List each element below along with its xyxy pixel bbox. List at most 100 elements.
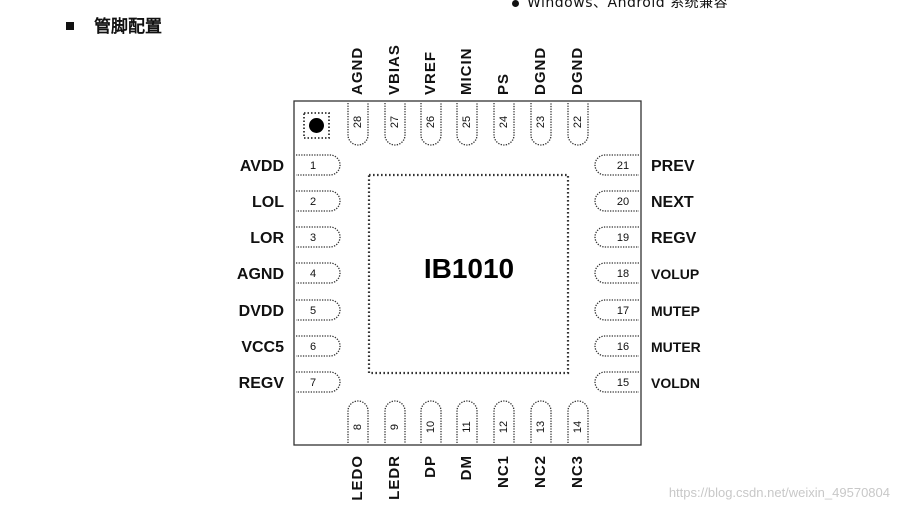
pin-pad <box>493 400 515 443</box>
pin-label: MUTEP <box>651 303 700 319</box>
pin-pad <box>594 262 639 284</box>
bullet-icon <box>512 0 519 7</box>
top-note-text: Windows、Android 系统兼容 <box>527 0 729 11</box>
pin-label: MICIN <box>458 48 475 96</box>
pin-number: 6 <box>310 341 316 353</box>
pin-number: 24 <box>498 116 510 128</box>
pin-number: 20 <box>617 196 629 208</box>
pin-label: VREF <box>422 51 439 95</box>
pin-15: 15 VOLDN <box>594 371 700 393</box>
pin-6: 6 VCC5 <box>241 335 341 357</box>
pin-pad <box>594 154 639 176</box>
pin-label: LOR <box>250 230 284 247</box>
pin-number: 16 <box>617 341 629 353</box>
pin-25: 25 MICIN <box>456 48 478 146</box>
pin-label: NC1 <box>495 455 512 488</box>
pin-number: 13 <box>535 421 547 433</box>
pin-pad <box>296 154 341 176</box>
pin-label: LEDO <box>349 455 366 501</box>
pin-label: REGV <box>239 375 285 392</box>
pin-label: REGV <box>651 230 697 247</box>
pin-pad <box>296 262 341 284</box>
pin-pad <box>347 103 369 146</box>
pin-number: 26 <box>425 116 437 128</box>
section-title: 管脚配置 <box>94 17 162 37</box>
pin-label: VOLDN <box>651 375 700 391</box>
pin-pad <box>296 226 341 248</box>
pin-label: DGND <box>532 47 549 95</box>
pin-number: 2 <box>310 196 316 208</box>
pin-pad <box>594 190 639 212</box>
pin-number: 5 <box>310 305 316 317</box>
pin1-marker-box <box>303 112 330 139</box>
pin-pad <box>347 400 369 443</box>
pin-label: VCC5 <box>241 339 284 356</box>
pin-label: MUTER <box>651 339 701 355</box>
pin-pad <box>420 103 442 146</box>
pin-label: DVDD <box>239 303 284 320</box>
pin-pad <box>384 400 406 443</box>
pin-label: NC2 <box>532 455 549 488</box>
pin-19: 19 REGV <box>594 226 697 248</box>
pin-number: 3 <box>310 232 316 244</box>
pin-pad <box>384 103 406 146</box>
pin-pad <box>296 190 341 212</box>
pin-pad <box>420 400 442 443</box>
pin-26: 26 VREF <box>420 51 442 146</box>
pin-number: 8 <box>352 424 364 430</box>
pin-label: DM <box>458 455 475 480</box>
pin-number: 19 <box>617 232 629 244</box>
pin-label: LEDR <box>386 455 403 500</box>
pin1-dot-icon <box>309 118 324 133</box>
pin-20: 20 NEXT <box>594 190 694 212</box>
pin-pad <box>530 400 552 443</box>
pin-pad <box>594 335 639 357</box>
pin-label: VBIAS <box>386 44 403 95</box>
pin-number: 1 <box>310 160 316 172</box>
pin-pad <box>567 400 589 443</box>
pin-label: AGND <box>349 47 366 95</box>
pin-16: 16 MUTER <box>594 335 701 357</box>
pin-number: 4 <box>310 268 316 280</box>
section-heading: 管脚配置 <box>66 12 162 37</box>
pin-number: 11 <box>461 421 473 432</box>
pin-label: NC3 <box>569 455 586 488</box>
pin-label: PREV <box>651 158 695 175</box>
pin-pad <box>567 103 589 146</box>
pin-21: 21 PREV <box>594 154 695 176</box>
pin-number: 25 <box>461 116 473 128</box>
pin-label: DP <box>422 455 439 478</box>
pin-number: 10 <box>425 421 437 433</box>
pin-number: 21 <box>617 160 629 172</box>
top-note: Windows、Android 系统兼容 <box>512 0 728 12</box>
pin-3: 3 LOR <box>250 226 341 248</box>
pin-label: AVDD <box>240 158 284 175</box>
pin-pad <box>296 299 341 321</box>
pin-1: 1 AVDD <box>240 154 341 176</box>
pin-5: 5 DVDD <box>239 299 341 321</box>
pin-label: DGND <box>569 47 586 95</box>
pin-pad <box>456 400 478 443</box>
pin-pad <box>456 103 478 146</box>
pin-number: 17 <box>617 305 629 317</box>
die-pad <box>367 173 570 375</box>
pin-pad <box>594 299 639 321</box>
pin-number: 15 <box>617 377 629 389</box>
pin-number: 9 <box>389 424 401 430</box>
pin-number: 14 <box>572 421 584 433</box>
pin-label: NEXT <box>651 194 694 211</box>
pin-label: VOLUP <box>651 266 699 282</box>
